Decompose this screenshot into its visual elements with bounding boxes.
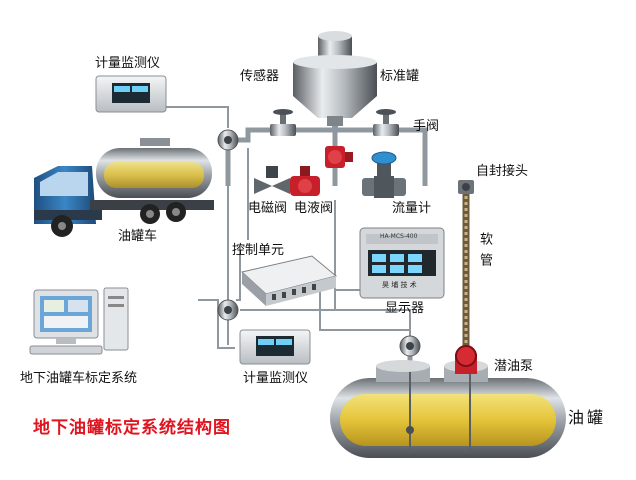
label-submersible-pump: 潜油泵 (494, 359, 534, 374)
label-sensor: 传感器 (240, 69, 280, 84)
label-standard-tank: 标准罐 (380, 69, 420, 84)
label-control-unit: 控制单元 (232, 243, 285, 258)
label-oil-tank: 油罐 (568, 408, 607, 427)
meter-monitor-top (95, 75, 167, 113)
junction-top (217, 129, 239, 151)
label-hand-valve: 手阀 (413, 119, 440, 134)
submersible-pump (455, 345, 477, 374)
meter-monitor-bottom (239, 329, 311, 365)
standard-tank-valve (325, 146, 353, 168)
display-brand-text: 昊 埔 技 术 (382, 281, 417, 289)
standard-tank (293, 31, 377, 126)
self-seal-joint (458, 180, 474, 194)
hydraulic-valve (290, 166, 320, 196)
flow-meter (362, 151, 406, 198)
junction-probe (399, 335, 421, 357)
label-display: 显示器 (385, 301, 425, 316)
label-self-seal-joint: 自封接头 (476, 164, 529, 179)
oil-tank (330, 360, 566, 458)
display-unit (359, 227, 445, 299)
junction-mid (217, 299, 239, 321)
display-header-text: HA-MCS-400 (380, 233, 418, 240)
label-meter-top: 计量监测仪 (95, 56, 161, 71)
label-meter-bottom: 计量监测仪 (243, 371, 309, 386)
diagram-title: 地下油罐标定系统结构图 (33, 418, 231, 438)
hand-valve-left (270, 109, 296, 136)
hand-valve-right (373, 109, 399, 136)
label-calibration-pc: 地下油罐车标定系统 (20, 371, 138, 386)
pipe-network (138, 106, 468, 372)
label-flow-meter: 流量计 (392, 201, 432, 216)
label-solenoid-valve: 电磁阀 (248, 201, 288, 216)
label-hydraulic-valve: 电液阀 (294, 201, 334, 216)
solenoid-valve (254, 166, 290, 194)
calibration-computer (29, 287, 129, 355)
label-hose: 软管 (477, 232, 492, 274)
label-tanker-truck: 油罐车 (118, 229, 158, 244)
control-unit (240, 255, 338, 306)
tanker-truck (34, 138, 214, 237)
